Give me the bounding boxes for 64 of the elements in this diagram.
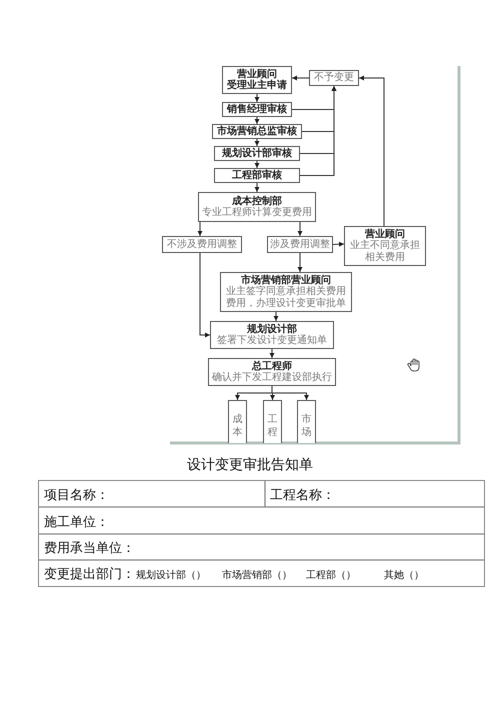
box-text: 市场营销总监审核 [217, 126, 297, 138]
arrow [198, 222, 202, 236]
process-box [214, 146, 300, 161]
arrow [254, 160, 260, 168]
box-text: 受理业主申请 [227, 80, 287, 92]
field-label: 施工单位： [44, 514, 109, 531]
arrow [332, 242, 344, 247]
arrow [200, 252, 210, 338]
box-text: 工程部审核 [232, 170, 282, 182]
arrow [298, 252, 302, 272]
arrow [274, 312, 278, 322]
option-label: 市场营销部（） [222, 568, 292, 582]
option-label: 其她（） [384, 568, 424, 582]
box-heading: 市场营销部营业顾问 [241, 274, 331, 286]
process-box [210, 321, 334, 349]
box-heading: 规划设计部 [247, 324, 297, 334]
box-text: 销售经理审核 [227, 104, 287, 116]
process-box [263, 400, 282, 443]
process-box [162, 236, 242, 253]
box-text: 涉及费用调整 [270, 238, 330, 250]
process-box [222, 102, 292, 117]
field-label: 费用承当单位： [44, 540, 135, 557]
arrow [272, 386, 309, 400]
arrow [292, 76, 310, 80]
arrow [254, 94, 260, 102]
process-box [214, 168, 300, 183]
box-heading: 营业顾问 [365, 228, 405, 240]
process-box [267, 236, 333, 253]
field-label: 项目名称： [44, 487, 109, 504]
box-text: 签署下发设计变更通知单 [217, 335, 327, 346]
form-title: 设计变更审批告知单 [186, 456, 314, 474]
process-box [198, 192, 316, 222]
box-text: 业主不同意承担相关费用 [349, 240, 421, 264]
field-label: 变更提出部门： [44, 566, 135, 583]
box-text: 市场 [302, 413, 312, 439]
box-heading: 营业顾问 [237, 68, 277, 80]
box-heading: 总工程师 [252, 360, 292, 372]
box-text: 专业工程师计算变更费用 [202, 207, 312, 218]
process-box [309, 70, 359, 86]
box-heading: 成本控制部 [232, 196, 282, 206]
box-text: 工程 [268, 413, 278, 439]
box-text: 成本 [232, 413, 242, 439]
arrow [298, 222, 302, 236]
arrow [300, 86, 336, 176]
box-text: 确认并下发工程建设部执行 [212, 372, 332, 384]
arrow [358, 76, 384, 226]
box-text: 不予变更 [314, 72, 354, 84]
process-box [220, 272, 352, 312]
arrow [254, 138, 260, 146]
process-box [297, 400, 316, 443]
arrow [254, 182, 260, 192]
option-label: 工程部（） [306, 568, 356, 582]
arrow [254, 116, 260, 124]
process-box [344, 226, 426, 266]
process-box [228, 400, 247, 443]
field-label: 工程名称： [270, 487, 335, 504]
option-label: 规划设计部（） [136, 568, 206, 582]
box-text: 不涉及费用调整 [167, 238, 237, 250]
box-text: 业主签字同意承担相关费用费用，办理设计变更审批单 [225, 286, 347, 310]
process-box [208, 358, 336, 386]
arrow [270, 348, 274, 358]
box-text: 规划设计部审核 [222, 148, 292, 160]
process-box [212, 124, 302, 139]
process-box [222, 66, 292, 94]
